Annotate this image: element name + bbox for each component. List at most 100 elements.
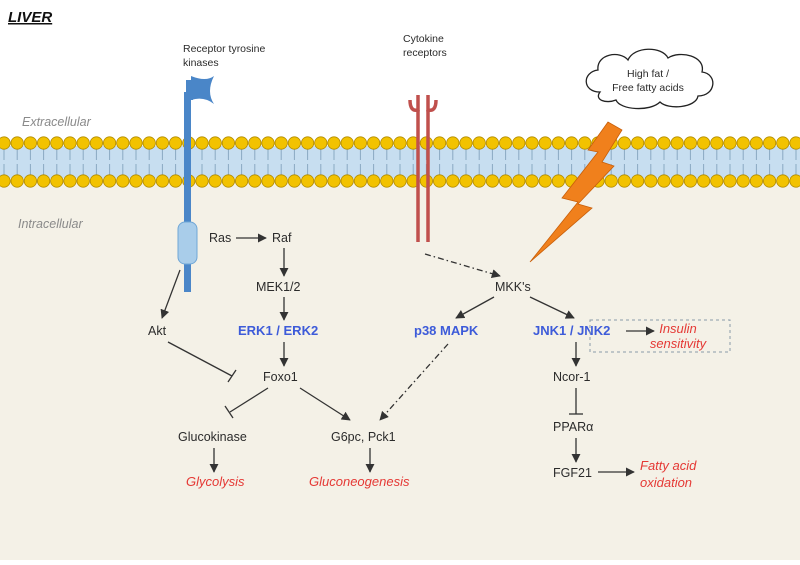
- lipid-head: [300, 174, 315, 188]
- lipid-head: [380, 174, 394, 188]
- rtk-kinase-domain: [177, 221, 198, 265]
- page-title: LIVER: [8, 9, 52, 26]
- lipid-head: [670, 174, 684, 188]
- lipid-head: [36, 136, 51, 150]
- lipid-head: [380, 136, 394, 150]
- outcome-fatty-acid-line1: Fatty acid: [640, 458, 697, 473]
- lipid-head: [50, 136, 64, 150]
- lipid-head: [578, 136, 592, 150]
- lipid-head: [23, 136, 38, 150]
- lipid-head: [235, 174, 249, 188]
- lipid-head: [10, 174, 24, 188]
- node-g6pc-pck1: G6pc, Pck1: [331, 430, 396, 444]
- outcome-fatty-acid-line2: oxidation: [640, 475, 692, 490]
- lipid-head: [459, 174, 473, 188]
- lipid-head: [696, 174, 711, 188]
- inhibition-akt-to-foxo1: [167, 341, 233, 377]
- lipid-head: [261, 174, 275, 188]
- lipid-head: [472, 174, 486, 188]
- lipid-head: [248, 174, 262, 188]
- lipid-head: [446, 136, 460, 150]
- lipid-head: [710, 136, 724, 150]
- lipid-head: [0, 136, 11, 150]
- inhibition-akt-bar: [227, 369, 237, 383]
- rtk-ligand-site: [191, 76, 214, 104]
- rtk-label-line1: Receptor tyrosine: [183, 43, 265, 55]
- lipid-head: [142, 136, 156, 150]
- lipid-head: [657, 174, 671, 188]
- lipid-head: [644, 136, 658, 150]
- lipid-head: [366, 136, 381, 150]
- lipid-head: [274, 174, 288, 188]
- outcome-insulin-line2: sensitivity: [650, 336, 708, 351]
- node-jnk: JNK1 / JNK2: [533, 323, 610, 338]
- arrow-foxo1-to-g6pc: [299, 387, 351, 421]
- lipid-head: [63, 136, 77, 150]
- lipid-head: [221, 174, 235, 188]
- rtk-label-line2: kinases: [183, 57, 219, 69]
- cloud-label-line1: High fat /: [627, 68, 669, 80]
- node-p38-mapk: p38 MAPK: [414, 323, 479, 338]
- membrane-tails-top: [3, 148, 797, 160]
- lipid-head: [538, 136, 552, 150]
- outcome-gluconeogenesis: Gluconeogenesis: [309, 474, 410, 489]
- lipid-head: [736, 136, 750, 150]
- lipid-head: [512, 136, 526, 150]
- lipid-head: [50, 174, 64, 188]
- lipid-head: [393, 136, 407, 150]
- cytokine-receptor: [408, 95, 438, 242]
- lipid-head: [340, 136, 354, 150]
- cloud-outline: [585, 48, 714, 110]
- node-glucokinase: Glucokinase: [178, 430, 247, 444]
- lipid-head: [23, 174, 38, 188]
- arrow-p38-to-g6pc: [379, 343, 449, 421]
- lipid-head: [169, 174, 183, 188]
- lipid-head: [485, 174, 499, 188]
- lipid-head: [683, 174, 698, 188]
- outcome-insulin-line1: Insulin: [659, 321, 697, 336]
- node-mek: MEK1/2: [256, 280, 301, 294]
- lipid-head: [630, 136, 645, 150]
- intracellular-background: [0, 175, 800, 560]
- lipid-head: [644, 174, 658, 188]
- lipid-head: [287, 174, 301, 188]
- lipid-head: [617, 136, 632, 150]
- node-ras: Ras: [209, 231, 231, 245]
- lipid-head: [776, 174, 790, 188]
- membrane-heads-top: [0, 136, 800, 150]
- node-akt: Akt: [148, 324, 167, 338]
- lipid-head: [525, 174, 539, 188]
- lipid-head: [314, 136, 328, 150]
- lipid-head: [498, 136, 513, 150]
- lipid-head: [142, 174, 156, 188]
- receptor-tyrosine-kinase: [177, 76, 214, 292]
- lipid-head: [353, 136, 367, 150]
- lipid-head: [195, 174, 209, 188]
- node-ncor1: Ncor-1: [553, 370, 591, 384]
- lipid-head: [736, 174, 750, 188]
- lipid-head: [36, 174, 51, 188]
- lipid-head: [723, 174, 737, 188]
- lipid-head: [103, 136, 117, 150]
- lipid-head: [696, 136, 711, 150]
- lipid-head: [10, 136, 24, 150]
- lipid-head: [155, 174, 169, 188]
- node-mkks: MKK's: [495, 280, 531, 294]
- lipid-head: [749, 136, 764, 150]
- cytokine-label-line2: receptors: [403, 47, 447, 59]
- lipid-head: [525, 136, 539, 150]
- lipid-head: [63, 174, 77, 188]
- lipid-head: [248, 136, 262, 150]
- lipid-head: [551, 136, 566, 150]
- lipid-head: [76, 174, 90, 188]
- lipid-head: [129, 174, 143, 188]
- node-foxo1: Foxo1: [263, 370, 298, 384]
- lipid-head: [459, 136, 473, 150]
- lightning-bolt: [529, 121, 623, 263]
- cell-membrane: [0, 136, 800, 188]
- lipid-head: [485, 136, 499, 150]
- lipid-head: [261, 136, 275, 150]
- lipid-head: [89, 136, 104, 150]
